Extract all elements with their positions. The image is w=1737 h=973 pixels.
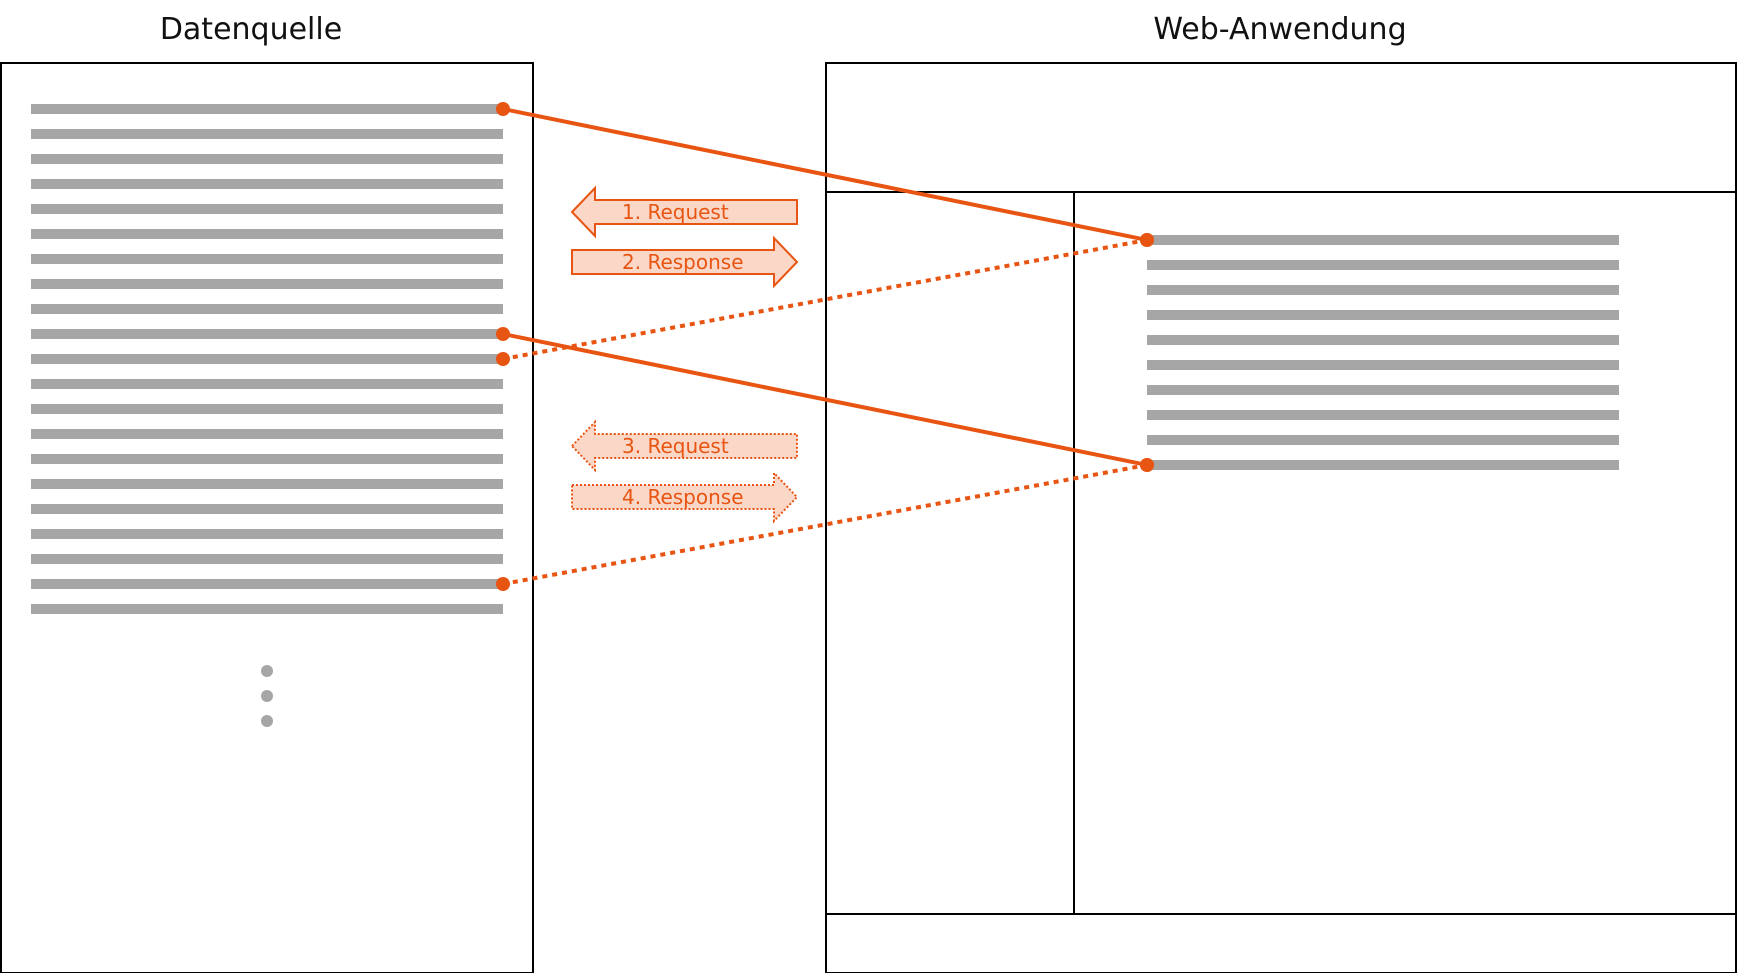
source-row (31, 604, 503, 614)
response-arrow (571, 470, 799, 524)
source-row (31, 204, 503, 214)
source-row (31, 229, 503, 239)
ellipsis-dot (261, 665, 273, 677)
response-arrow (571, 235, 799, 289)
source-row (31, 329, 503, 339)
app-content-row (1147, 335, 1619, 345)
data-source-rows (31, 104, 503, 614)
connection-endpoint (1140, 458, 1154, 472)
web-app-frame (825, 62, 1737, 973)
source-row (31, 104, 503, 114)
source-row (31, 254, 503, 264)
data-source-title: Datenquelle (159, 12, 343, 47)
app-content-row (1147, 360, 1619, 370)
connection-endpoint (496, 327, 510, 341)
web-app-title: Web-Anwendung (1153, 12, 1407, 47)
ellipsis-dot (261, 690, 273, 702)
request-response-arrows: 1. Request 2. Response 3. Request 4. Respon… (570, 185, 799, 524)
source-row (31, 304, 503, 314)
source-row (31, 129, 503, 139)
connection-endpoint (496, 577, 510, 591)
data-source-panel (0, 62, 534, 973)
web-app-content-rows (1147, 235, 1619, 470)
source-row (31, 429, 503, 439)
app-content-row (1147, 385, 1619, 395)
arrow-label: 4. Response (622, 485, 744, 509)
arrow-label: 1. Request (622, 200, 729, 224)
source-row (31, 529, 503, 539)
app-content-row (1147, 285, 1619, 295)
source-row (31, 454, 503, 464)
source-row (31, 479, 503, 489)
source-row (31, 379, 503, 389)
request-arrow (570, 185, 798, 239)
source-row (31, 179, 503, 189)
row-connections (496, 102, 1154, 591)
app-content-row (1147, 410, 1619, 420)
request-connection-line (502, 332, 1148, 467)
connection-endpoint (496, 352, 510, 366)
app-content-row (1147, 460, 1619, 470)
ellipsis-dot (261, 715, 273, 727)
request-connection-line (502, 107, 1148, 242)
web-app-window (825, 62, 1737, 973)
arrow-label: 2. Response (622, 250, 744, 274)
source-row (31, 154, 503, 164)
request-arrow (570, 419, 798, 473)
app-content-row (1147, 235, 1619, 245)
more-rows-indicator (261, 665, 273, 727)
app-content-row (1147, 260, 1619, 270)
app-content-row (1147, 435, 1619, 445)
source-row (31, 279, 503, 289)
app-content-row (1147, 310, 1619, 320)
source-row (31, 504, 503, 514)
source-row (31, 354, 503, 364)
connection-endpoint (1140, 233, 1154, 247)
connection-endpoint (496, 102, 510, 116)
arrow-label: 3. Request (622, 434, 729, 458)
source-row (31, 579, 503, 589)
source-row (31, 404, 503, 414)
source-row (31, 554, 503, 564)
